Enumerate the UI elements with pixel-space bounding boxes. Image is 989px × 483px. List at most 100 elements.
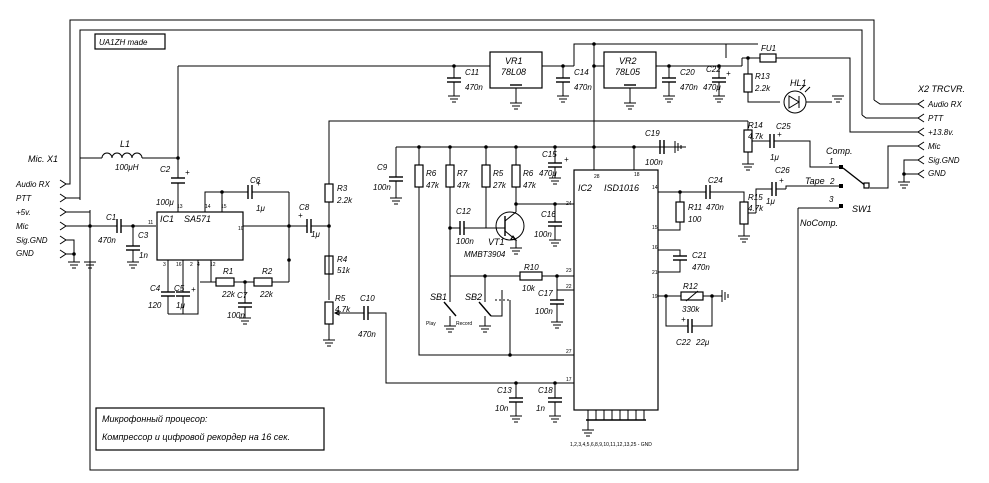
r5-value: 4.7k bbox=[335, 305, 351, 314]
connector-x1: Mic. X1 Audio RX PTT +5v. Mic Sig.GND GN… bbox=[15, 154, 112, 269]
ic2-pin18: 18 bbox=[634, 172, 640, 178]
ic2-isd1016: IC2 ISD1016 28 24 15 14 16 21 19 23 22 2… bbox=[566, 169, 659, 448]
sw1-pos3-num: 3 bbox=[829, 195, 834, 204]
r5-potentiometer: R5 4.7k bbox=[323, 294, 351, 347]
ic2-pin15: 15 bbox=[652, 225, 658, 231]
c18-ref: C18 bbox=[538, 386, 553, 395]
c19-capacitor: C19 100n bbox=[645, 129, 682, 167]
c19-ref: C19 bbox=[645, 129, 660, 138]
c24-capacitor: C24 470n bbox=[658, 176, 745, 212]
c15-plus: + bbox=[564, 155, 569, 164]
caption-line1: Микрофонный процесор: bbox=[102, 414, 208, 424]
c9-value: 100n bbox=[373, 183, 391, 192]
r13-value: 2.2k bbox=[754, 84, 771, 93]
r3-resistor: R3 2.2k bbox=[324, 120, 748, 228]
sw1-pos3-label: NoComp. bbox=[800, 218, 838, 228]
caption-line2: Компрессор и цифровой рекордер на 16 сек… bbox=[102, 432, 290, 442]
c18-value: 1n bbox=[536, 404, 545, 413]
vr2-regulator: VR2 78L05 bbox=[592, 42, 742, 212]
r15-potentiometer: R15 4.7k bbox=[738, 188, 772, 243]
r11-value: 100 bbox=[688, 215, 702, 224]
c7-value: 100n bbox=[227, 311, 245, 320]
sb2-label: Record bbox=[456, 321, 472, 327]
x2-pin-audio-rx: Audio RX bbox=[927, 100, 962, 109]
c22-capacitor: + C22 22μ bbox=[665, 296, 713, 347]
c15-ref: C15 bbox=[542, 150, 557, 159]
c13-capacitor: C13 10n bbox=[495, 381, 523, 423]
vt1-ref: VT1 bbox=[488, 237, 505, 247]
x1-pin-audio-rx: Audio RX bbox=[15, 180, 50, 189]
c7-capacitor: C7 100n bbox=[227, 280, 252, 325]
r2-resistor: R2 22k bbox=[253, 258, 291, 299]
c11-value: 470n bbox=[465, 83, 483, 92]
ic1-pin15: 15 bbox=[221, 204, 227, 210]
ic1-pin3: 3 bbox=[163, 262, 166, 268]
r12-value: 330k bbox=[682, 305, 700, 314]
ic1-pin14: 14 bbox=[205, 204, 211, 210]
r6b-resistor: R6 47k bbox=[511, 147, 537, 212]
c1-value: 470n bbox=[98, 236, 116, 245]
x1-pin-5v: +5v. bbox=[16, 208, 31, 217]
c9-capacitor: C9 100n bbox=[373, 147, 403, 205]
ic2-pin27: 27 bbox=[566, 349, 572, 355]
r14-potentiometer: R14 4.7k bbox=[742, 121, 770, 171]
c8-capacitor: + C8 1μ bbox=[243, 203, 329, 239]
c7-ref: C7 bbox=[237, 291, 248, 300]
fu1-fuse: FU1 bbox=[725, 43, 912, 133]
r1-value: 22k bbox=[221, 290, 236, 299]
sw1-pos2-label: Tape bbox=[805, 176, 825, 186]
r6-resistor: R6 47k bbox=[414, 147, 574, 356]
r4-value: 51k bbox=[337, 266, 351, 275]
x2-pin-13v: +13.8v. bbox=[928, 128, 954, 137]
r13-resistor: R13 2.2k bbox=[743, 56, 780, 103]
c14-ref: C14 bbox=[574, 68, 589, 77]
credit-text: UA1ZH made bbox=[99, 38, 148, 47]
r7-value: 47k bbox=[457, 181, 471, 190]
vr1-part: 78L08 bbox=[501, 67, 526, 77]
ic2-gnd-pins: 1,2,3,4,5,6,8,9,10,11,12,13,25 - GND bbox=[570, 442, 652, 448]
c17-ref: C17 bbox=[538, 289, 553, 298]
c6-value: 1μ bbox=[256, 204, 265, 213]
sw1-pos1-num: 1 bbox=[829, 157, 833, 166]
r2-value: 22k bbox=[259, 290, 274, 299]
c15-value: 470μ bbox=[539, 169, 557, 178]
r1-ref: R1 bbox=[223, 267, 233, 276]
r1-resistor: R1 22k bbox=[200, 260, 254, 299]
c8-ref: C8 bbox=[299, 203, 310, 212]
r2-ref: R2 bbox=[262, 267, 273, 276]
r3-value: 2.2k bbox=[336, 196, 353, 205]
r3-ref: R3 bbox=[337, 184, 348, 193]
x1-pin-gnd: GND bbox=[16, 249, 34, 258]
c8-plus: + bbox=[298, 211, 303, 220]
c22-value: 22μ bbox=[695, 338, 710, 347]
c9-ref: C9 bbox=[377, 163, 388, 172]
ic2-pin19: 19 bbox=[652, 294, 658, 300]
c15-electrolytic: + C15 470μ bbox=[539, 147, 569, 185]
sw1-pos1-label: Comp. bbox=[826, 146, 853, 156]
c3-capacitor: C3 1n bbox=[126, 224, 149, 269]
sw1-ref: SW1 bbox=[852, 204, 872, 214]
r5b-ref: R5 bbox=[493, 169, 504, 178]
l1-ref: L1 bbox=[120, 139, 130, 149]
c21-value: 470n bbox=[692, 263, 710, 272]
c6-capacitor: + C6 1μ bbox=[228, 176, 290, 282]
c2-plus: + bbox=[185, 168, 190, 177]
fu1-ref: FU1 bbox=[761, 44, 776, 53]
c18-capacitor: C18 1n bbox=[536, 381, 574, 423]
c25-plus: + bbox=[777, 130, 782, 139]
r6b-ref: R6 bbox=[523, 169, 534, 178]
c5-ref: C5 bbox=[174, 284, 185, 293]
ic1-part: SA571 bbox=[184, 214, 211, 224]
c6-plus: + bbox=[256, 179, 261, 188]
sb1-button: SB1 Play bbox=[426, 276, 457, 333]
c22b-plus: + bbox=[726, 69, 731, 78]
r11-ref: R11 bbox=[688, 203, 702, 212]
x2-pin-gnd: GND bbox=[928, 169, 946, 178]
c12-capacitor: C12 100n bbox=[450, 207, 500, 246]
c1-ref: C1 bbox=[106, 213, 116, 222]
r6b-value: 47k bbox=[523, 181, 537, 190]
ic1-pin13: 13 bbox=[177, 204, 183, 210]
c24-value: 470n bbox=[706, 203, 724, 212]
r15-ref: R15 bbox=[748, 193, 763, 202]
c20-value: 470n bbox=[680, 83, 698, 92]
